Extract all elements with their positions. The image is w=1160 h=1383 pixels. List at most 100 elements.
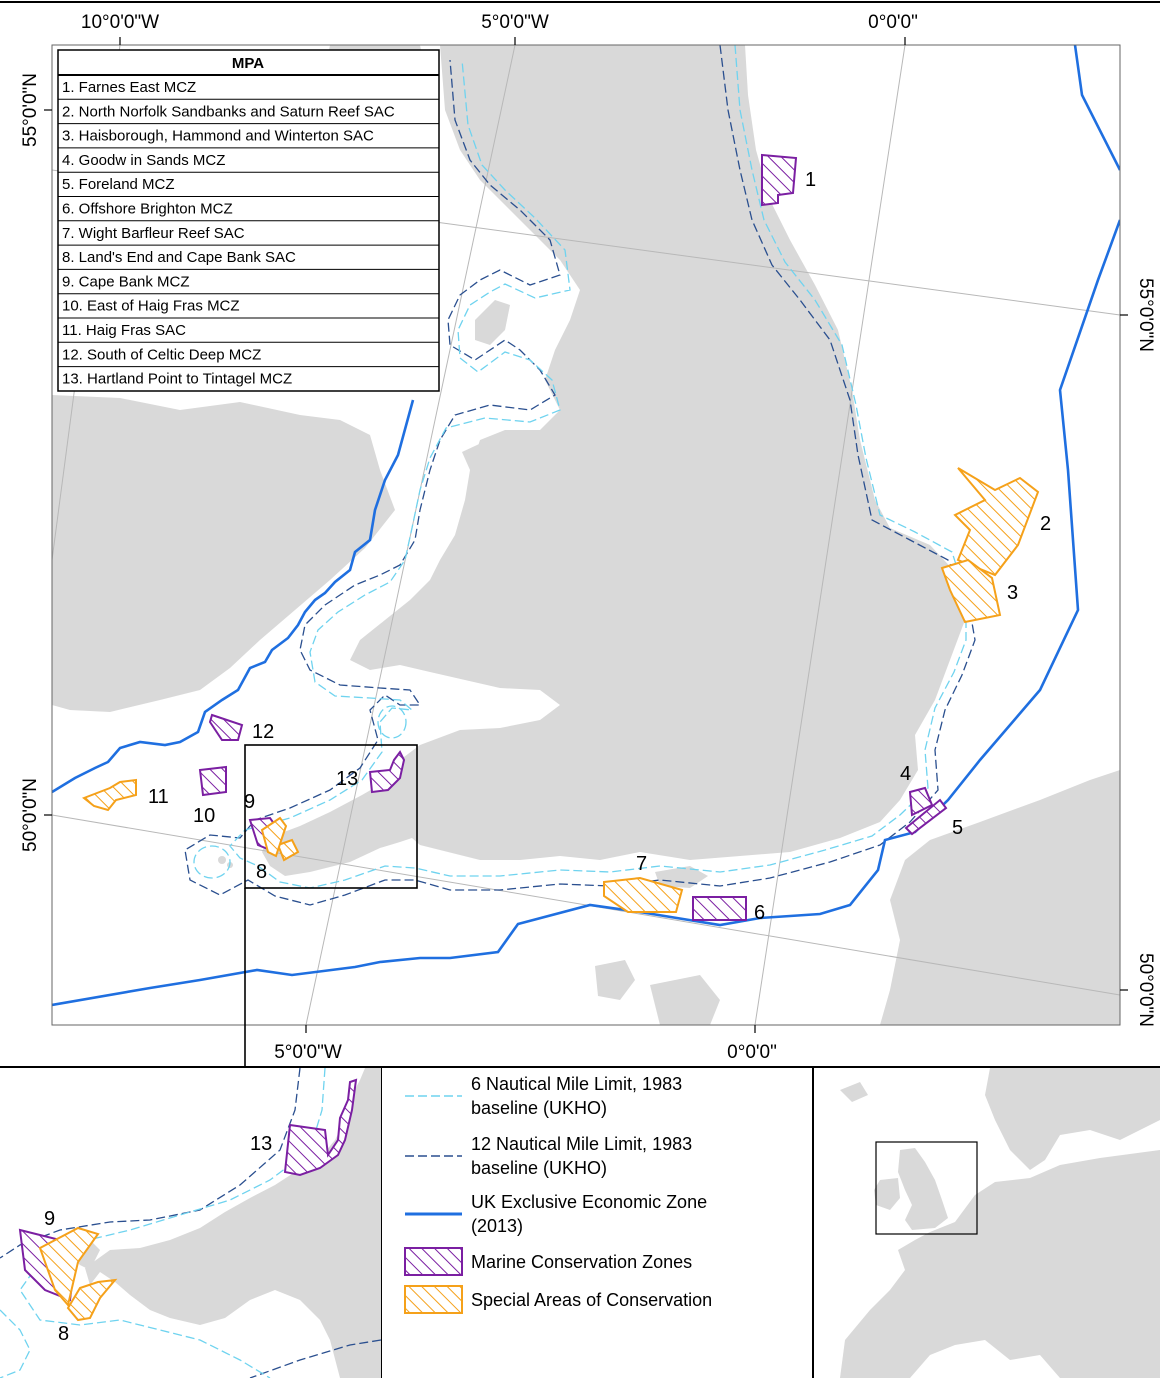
mpa-table-row: 2. North Norfolk Sandbanks and Saturn Re… [62, 103, 395, 120]
map-label-11: 11 [148, 786, 169, 808]
grat-right-50n: 50°0'0"N [1135, 953, 1156, 1027]
inset-map [0, 1068, 381, 1378]
great-britain-land [262, 45, 965, 876]
ireland-land [52, 395, 395, 712]
mpa-polygon-1 [761, 153, 798, 207]
inset-polygon-8 [66, 1278, 118, 1322]
map-label-1: 1 [805, 169, 816, 191]
legend-limit6-line1: 6 Nautical Mile Limit, 1983 [471, 1074, 682, 1094]
mpa-polygon-4 [908, 786, 934, 817]
map-label-5: 5 [952, 817, 963, 839]
mpa-polygon-12 [208, 713, 244, 741]
mpa-table-row: 10. East of Haig Fras MCZ [62, 298, 240, 315]
locator-iceland-faroes-land [840, 1082, 868, 1102]
sac-swatch-icon [404, 1285, 463, 1314]
map-label-8: 8 [256, 861, 267, 883]
eez-west-staircase [52, 399, 415, 794]
mpa-polygon-11 [82, 778, 137, 812]
grat-left-55n: 55°0'0"N [20, 73, 41, 147]
inset-polygon-13 [283, 1078, 358, 1177]
inset-limit12 [0, 1068, 381, 1378]
grat-top-10w: 10°0'0"W [81, 12, 159, 33]
mpa-table-row: 12. South of Celtic Deep MCZ [62, 346, 261, 363]
grat-right-55n: 55°0'0"N [1135, 278, 1156, 352]
legend-limit6-line2: baseline (UKHO) [471, 1098, 607, 1118]
mpa-polygon-6 [692, 896, 747, 921]
map-label-6: 6 [754, 902, 765, 924]
inset-label-9: 9 [44, 1208, 55, 1230]
eez-southeast-line [52, 219, 1120, 1007]
mpa-table-row: 9. Cape Bank MCZ [62, 273, 190, 290]
grat-bottom-0: 0°0'0" [727, 1042, 777, 1063]
grat-top-5w: 5°0'0"W [481, 12, 549, 33]
eez-east-line [1073, 45, 1120, 171]
locator-continent-land [840, 1150, 1160, 1378]
legend-limit12-line1: 12 Nautical Mile Limit, 1983 [471, 1134, 692, 1154]
inset-polygon-9-sac [38, 1226, 100, 1308]
france-land [880, 770, 1120, 1025]
mpa-table-row: 8. Land's End and Cape Bank SAC [62, 249, 296, 266]
channel-islands-land [595, 960, 635, 1000]
mpa-polygon-5 [904, 798, 948, 836]
isle-of-man-land [475, 300, 510, 345]
mpa-polygon-10 [198, 765, 227, 797]
main-map-border [51, 44, 1121, 1026]
grat-left-50n: 50°0'0"N [20, 778, 41, 852]
map-label-10: 10 [193, 805, 215, 827]
legend-sac-label: Special Areas of Conservation [471, 1290, 712, 1310]
mpa-table: MPA 1. Farnes East MCZ 2. North Norfolk S… [57, 49, 440, 392]
map-label-12: 12 [252, 721, 274, 743]
mcz-swatch-icon [404, 1247, 463, 1276]
mpa-polygon-3 [940, 558, 1002, 624]
mpa-table-row: 1. Farnes East MCZ [62, 79, 196, 96]
mpa-table-row: 6. Offshore Brighton MCZ [62, 201, 233, 218]
map-label-3: 3 [1007, 582, 1018, 604]
map-label-4: 4 [900, 763, 911, 785]
legend: 6 Nautical Mile Limit, 1983 baseline (UK… [404, 1074, 712, 1314]
grat-bottom-5w: 5°0'0"W [274, 1042, 342, 1063]
locator-scandinavia-land [985, 1068, 1160, 1170]
locator-extent-box [875, 1141, 978, 1235]
mpa-table-header: MPA [232, 55, 264, 72]
mpa-table-row: 11. Haig Fras SAC [62, 322, 186, 339]
legend-eez-line2: (2013) [471, 1216, 523, 1236]
mpa-polygon-7 [603, 876, 684, 913]
map-label-13: 13 [336, 768, 358, 790]
europe-land [840, 1068, 1160, 1378]
mpa-number-labels: 1 2 3 4 5 6 7 8 9 10 11 12 13 [148, 169, 1051, 924]
anglesey-land [462, 438, 506, 472]
inset-label-8: 8 [58, 1323, 69, 1345]
europe-locator-map [814, 1068, 1160, 1378]
mpa-polygons [82, 153, 1040, 921]
legend-limit12-line2: baseline (UKHO) [471, 1158, 607, 1178]
cherbourg-land [650, 975, 720, 1025]
eez-layer [52, 45, 1120, 1007]
map-label-7: 7 [636, 853, 647, 875]
mpa-table-rows: 1. Farnes East MCZ 2. North Norfolk Sandb… [58, 79, 439, 388]
map-label-9: 9 [244, 791, 255, 813]
mpa-table-row: 7. Wight Barfleur Reef SAC [62, 225, 245, 242]
legend-mcz-label: Marine Conservation Zones [471, 1252, 692, 1272]
limit6-layer [193, 45, 967, 889]
inset-label-13: 13 [250, 1133, 272, 1155]
mpa-table-row: 13. Hartland Point to Tintagel MCZ [62, 371, 292, 388]
mpa-polygon-13 [368, 750, 406, 794]
legend-eez-line1: UK Exclusive Economic Zone [471, 1192, 707, 1212]
mpa-table-row: 3. Haisborough, Hammond and Winterton SA… [62, 128, 374, 145]
inset-cornwall-land [85, 1068, 381, 1378]
map-label-2: 2 [1040, 513, 1051, 535]
locator-gb-land [898, 1148, 948, 1230]
inset-extent-box [244, 744, 418, 889]
mpa-polygon-2 [953, 467, 1040, 577]
mpa-table-row: 4. Goodw in Sands MCZ [62, 152, 225, 169]
mpa-polygon-8 [276, 838, 300, 862]
locator-ireland-land [874, 1178, 900, 1210]
grat-top-0: 0°0'0" [868, 12, 918, 33]
mpa-polygon-9-sac-overlap [260, 816, 288, 858]
isle-of-wight-land [655, 866, 708, 888]
limit12-layer [184, 45, 976, 906]
graticule-ticks [44, 37, 1128, 1033]
mpa-table-row: 5. Foreland MCZ [62, 176, 175, 193]
